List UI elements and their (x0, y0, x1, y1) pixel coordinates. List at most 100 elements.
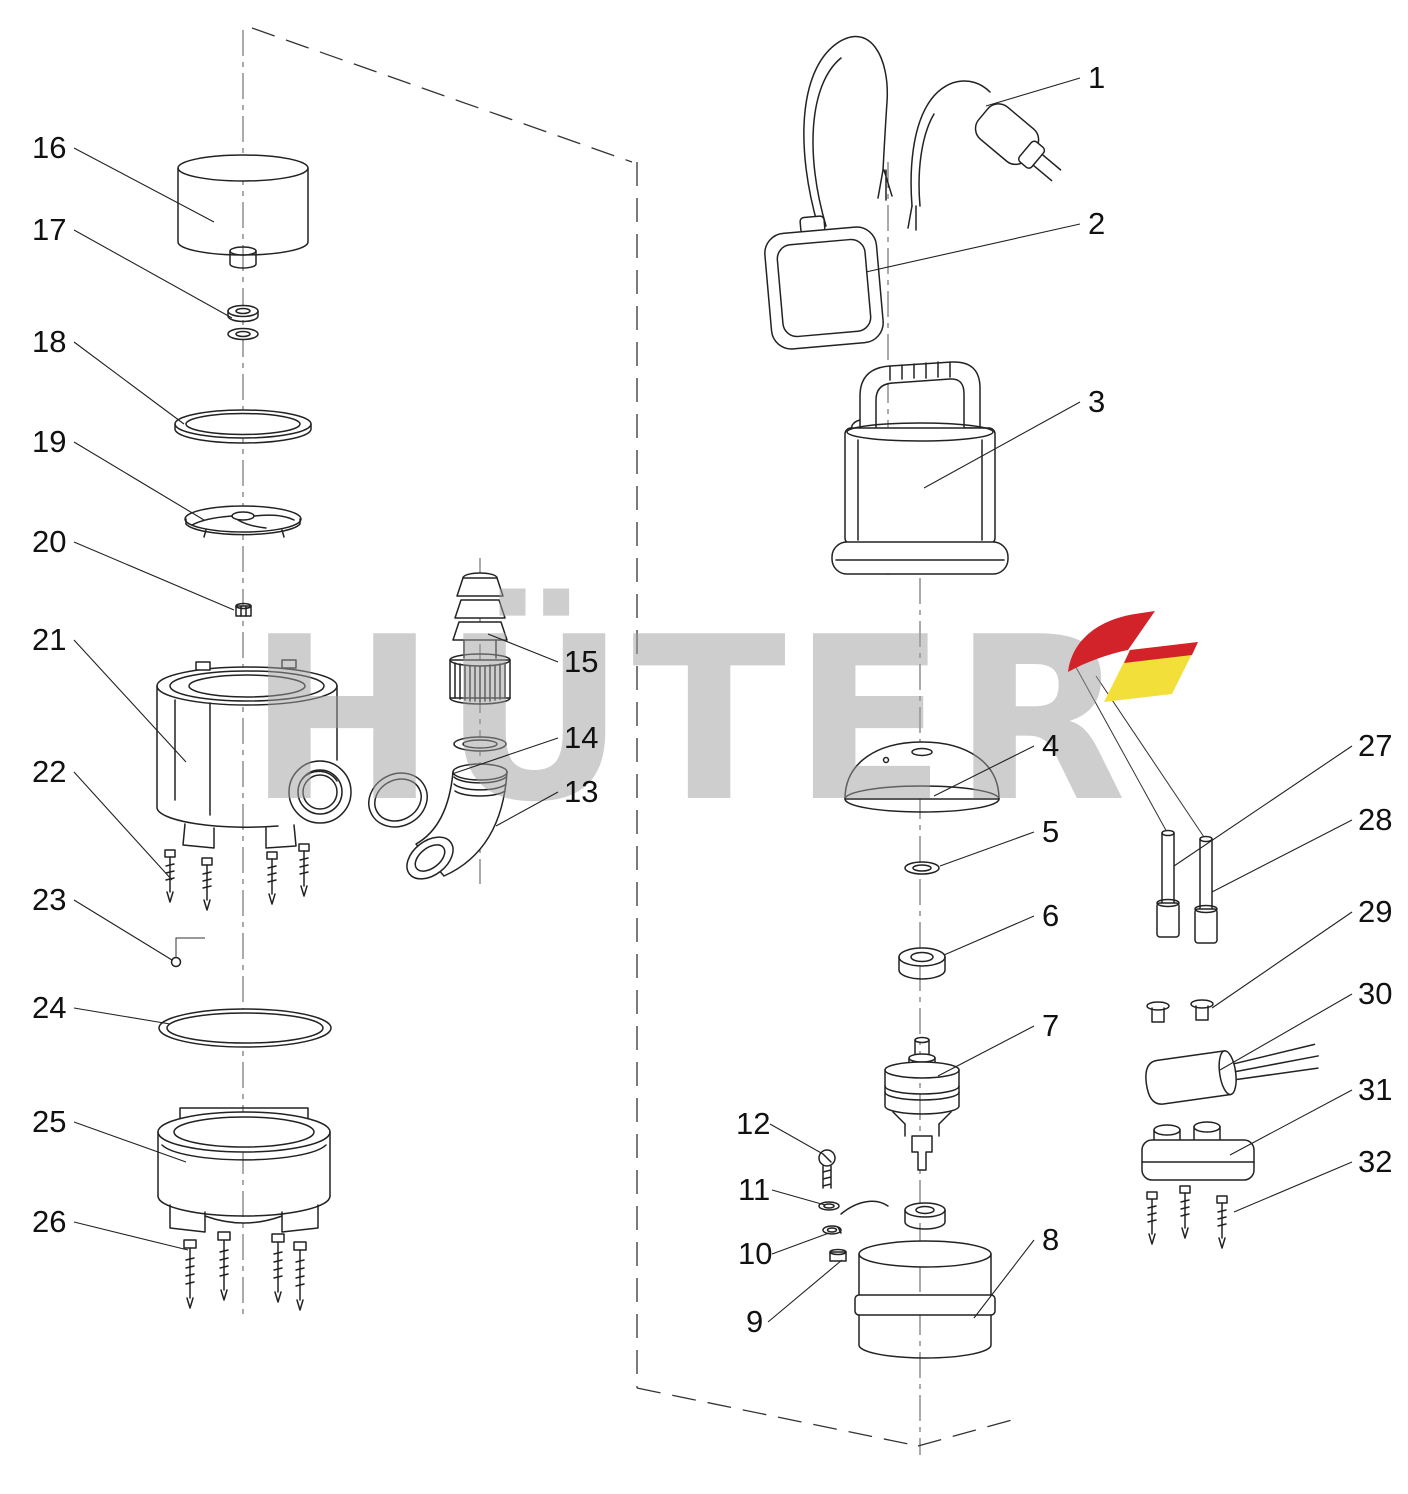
part-8-stator (854, 1240, 996, 1359)
part-label-15: 15 (564, 644, 598, 679)
part-18-seal-ring (174, 409, 312, 444)
part-label-11: 11 (738, 1172, 770, 1207)
leader-line-11 (771, 1189, 826, 1206)
part-label-22: 22 (32, 754, 66, 789)
part-32-screws (1146, 1185, 1228, 1249)
part-2-float-switch (764, 215, 884, 350)
leader-line-29 (1211, 911, 1353, 1009)
part-label-21: 21 (32, 622, 66, 657)
leader-line-32 (1233, 1161, 1353, 1213)
leader-line-26 (73, 1221, 189, 1251)
part-label-2: 2 (1088, 206, 1105, 241)
part-label-13: 13 (564, 774, 598, 809)
leader-line-3 (923, 401, 1081, 489)
guide-line-pin-28 (1095, 675, 1207, 841)
part-label-8: 8 (1042, 1222, 1059, 1257)
leader-line-14 (451, 737, 559, 775)
leader-line-10 (771, 1232, 830, 1255)
leader-line-12 (769, 1123, 824, 1155)
leader-line-6 (943, 915, 1035, 956)
part-label-10: 10 (738, 1236, 772, 1271)
part-19-impeller (184, 505, 302, 538)
leader-line-2 (865, 223, 1081, 273)
guide-line-pin-27 (1071, 659, 1169, 835)
leader-line-22 (73, 771, 173, 881)
leader-line-31 (1229, 1089, 1353, 1156)
part-label-26: 26 (32, 1204, 66, 1239)
leader-line-19 (73, 441, 205, 521)
part-22-screws (164, 843, 310, 911)
part-9-nut (829, 1248, 847, 1262)
leader-line-7 (937, 1025, 1035, 1077)
part-label-30: 30 (1358, 976, 1392, 1011)
leader-line-17 (73, 229, 233, 319)
leader-line-4 (933, 745, 1035, 797)
part-5-washer (904, 861, 940, 875)
huter-logo (1068, 611, 1198, 702)
leader-line-16 (73, 147, 215, 223)
leader-line-1 (985, 77, 1081, 107)
part-label-29: 29 (1358, 894, 1392, 929)
part-label-7: 7 (1042, 1008, 1059, 1043)
part-7-rotor (884, 1036, 960, 1171)
huter-watermark: HÜTER (247, 587, 1132, 852)
part-13-elbow-connector (406, 763, 508, 880)
lower-bearing (904, 1202, 946, 1230)
part-label-28: 28 (1358, 802, 1392, 837)
part-15-hose-adapter (449, 572, 511, 705)
part-26-screws (183, 1231, 307, 1311)
part-25-base-strainer (157, 1107, 331, 1233)
part-labels-layer: 1234567891011121314151617181920212223242… (32, 60, 1392, 1339)
part-label-9: 9 (746, 1304, 763, 1339)
part-label-17: 17 (32, 212, 66, 247)
part-31-terminal-block (1141, 1121, 1255, 1181)
leader-line-8 (973, 1239, 1035, 1319)
part-21-pump-housing (156, 659, 352, 849)
part-29-screws (1146, 999, 1214, 1023)
part-label-31: 31 (1358, 1072, 1392, 1107)
leader-line-30 (1219, 993, 1353, 1071)
part-16-top-cap (177, 154, 309, 269)
part-28-pin (1194, 835, 1218, 944)
part-20-nut (235, 602, 252, 617)
part-3-motor-unit (831, 361, 1009, 575)
part-label-23: 23 (32, 882, 66, 917)
part-label-27: 27 (1358, 728, 1392, 763)
plug (974, 103, 1062, 182)
leader-line-9 (767, 1259, 843, 1323)
part-label-6: 6 (1042, 898, 1059, 933)
part-label-16: 16 (32, 130, 66, 165)
part-label-20: 20 (32, 524, 66, 559)
leader-line-25 (73, 1121, 187, 1163)
leader-line-13 (495, 791, 559, 827)
part-label-19: 19 (32, 424, 66, 459)
part-10-spring-washer (822, 1225, 842, 1235)
part-label-14: 14 (564, 720, 598, 755)
leader-line-24 (73, 1007, 171, 1025)
huter-logo-red-swoosh (1068, 611, 1155, 672)
huter-logo-red-stripe (1124, 642, 1198, 663)
part-24-o-ring (158, 1008, 332, 1048)
part-label-5: 5 (1042, 814, 1059, 849)
boundary-bottom-right (917, 1419, 1013, 1447)
leader-line-18 (73, 341, 185, 425)
part-label-32: 32 (1358, 1144, 1392, 1179)
part-17-washers (227, 304, 259, 341)
part-1-power-cord (803, 36, 1062, 231)
part-12-screw (818, 1149, 836, 1189)
part-27-pin (1156, 829, 1180, 938)
leader-line-21 (73, 639, 187, 763)
part-label-4: 4 (1042, 728, 1059, 763)
part-label-18: 18 (32, 324, 66, 359)
part-23-ball (170, 937, 205, 968)
part-label-12: 12 (736, 1106, 770, 1141)
leader-line-28 (1211, 819, 1353, 893)
part-30-capacitor (1145, 1043, 1319, 1105)
leader-line-20 (73, 541, 235, 611)
part-11-washer (818, 1200, 889, 1215)
leader-line-15 (487, 633, 559, 663)
boundary-top (251, 27, 633, 163)
boundary-bottom-left (636, 1387, 919, 1447)
part-4-motor-cover (844, 741, 1000, 813)
